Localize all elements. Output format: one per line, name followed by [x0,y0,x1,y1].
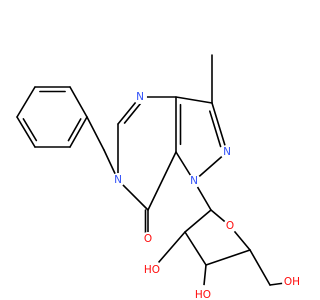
bond-c4s-c5s [249,249,271,286]
svg-text:O: O [144,233,152,245]
atom-oh-3prime: HO [193,285,213,300]
bond-b4-b5-second [67,118,82,142]
bond-b4-ch2 [86,116,105,151]
atom-n-pyrazole-eq: N [220,145,234,159]
bond-layer [16,54,293,296]
bond-c4s-c3s [205,249,251,266]
bond-c3-n2 [211,102,228,153]
svg-text:OH: OH [284,276,300,288]
svg-text:HO: HO [195,289,211,300]
atom-label-layer: N N N N O O HO HO [111,90,300,300]
atom-oh-2prime: HO [142,260,162,280]
bond-b1-b2 [16,86,36,118]
svg-text:N: N [223,146,231,158]
bond-c5-n4-second [123,102,142,124]
atom-n-pyrazole-sugar: N [187,174,201,188]
atom-oh-5prime: OH [282,272,300,292]
bond-b6-b1 [16,116,36,148]
svg-text:O: O [226,220,234,232]
atom-o-carbonyl: O [141,232,155,246]
bond-c3-n2-second [208,110,222,148]
bond-n2-n1 [193,151,228,182]
svg-text:N: N [190,175,198,187]
atom-n-benzyl: N [111,173,125,187]
svg-text:N: N [136,91,144,103]
bond-c3a-c3 [175,96,213,104]
bond-c3s-c2s [184,231,207,266]
atom-n-pyrimidine-top: N [133,90,147,104]
svg-text:N: N [114,174,122,186]
atom-o-ring: O [223,219,237,233]
molecule-structure-diagram: N N N N O O HO HO [16,54,300,300]
bond-c2s-c1s [184,209,212,233]
bond-b4-b5 [69,116,88,148]
svg-text:HO: HO [144,264,160,276]
bond-b3-b4 [69,86,88,118]
bond-c7a-c7 [147,151,177,211]
bond-c7-n6 [117,179,149,211]
bond-b6-b1-second [22,118,38,142]
